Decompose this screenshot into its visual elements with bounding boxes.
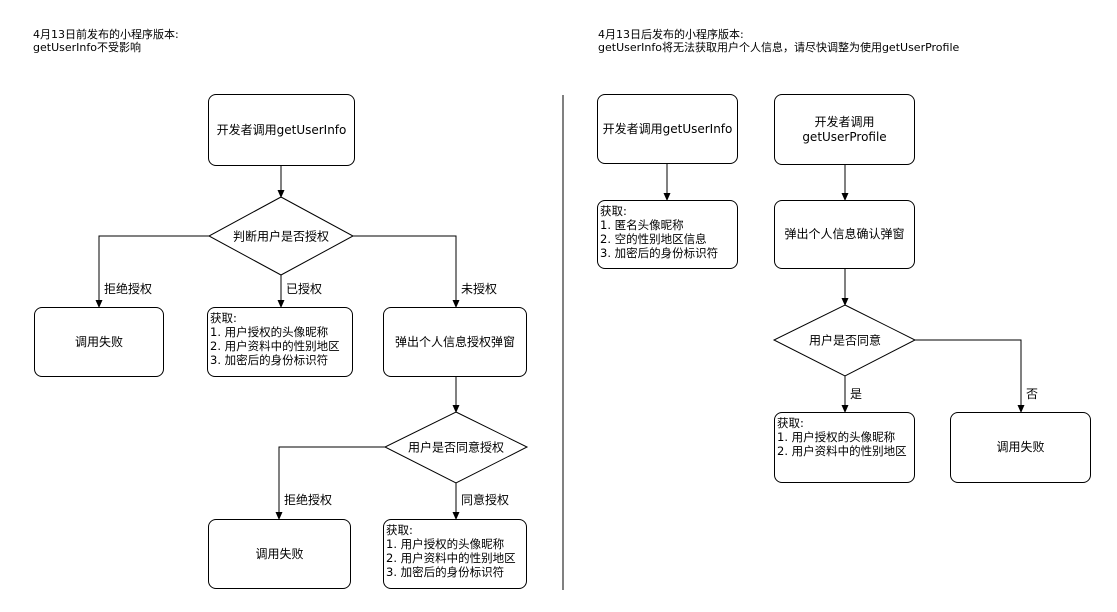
edge-reject xyxy=(95,235,209,308)
info-line: 获取: xyxy=(600,204,627,218)
info-line: 1. 用户授权的头像昵称 xyxy=(386,537,505,551)
decision-agree-text: 用户是否同意授权 xyxy=(407,440,505,455)
popup-auth-box: 弹出个人信息授权弹窗 xyxy=(383,307,527,377)
info-line: 3. 加密后的身份标识符 xyxy=(386,565,505,579)
info-line: 获取: xyxy=(386,523,413,537)
info-line: 2. 用户资料中的性别地区 xyxy=(777,444,907,458)
edge-label-unauthorized: 未授权 xyxy=(460,282,499,296)
info-box-authorized: 获取: 1. 用户授权的头像昵称 2. 用户资料中的性别地区 3. 加密后的身份… xyxy=(207,307,353,377)
fail-box: 调用失败 xyxy=(34,307,164,377)
start-getuserinfo-box: 开发者调用getUserInfo xyxy=(208,94,355,166)
info-line: 2. 空的性别地区信息 xyxy=(600,232,707,246)
getuserprofile-box: 开发者调用 getUserProfile xyxy=(774,94,915,165)
decision-consent-text: 用户是否同意 xyxy=(808,333,882,348)
edge-unauthorized xyxy=(353,235,460,308)
edge-label-reject2: 拒绝授权 xyxy=(283,493,334,507)
edge-label-reject: 拒绝授权 xyxy=(103,282,154,296)
info-line: 1. 用户授权的头像昵称 xyxy=(210,325,329,339)
info-line: 2. 用户资料中的性别地区 xyxy=(386,551,516,565)
right-header-line2: getUserInfo将无法获取用户个人信息，请尽快调整为使用getUserPr… xyxy=(598,41,960,54)
edge-label-no: 否 xyxy=(1025,387,1040,401)
edge-label-agree: 同意授权 xyxy=(460,493,511,507)
consent-info-box: 获取: 1. 用户授权的头像昵称 2. 用户资料中的性别地区 xyxy=(774,412,915,483)
edge-reject2 xyxy=(275,446,385,520)
fail-box-2: 调用失败 xyxy=(208,519,351,589)
right-header-line1: 4月13日后发布的小程序版本: xyxy=(598,28,744,41)
fail-box-right: 调用失败 xyxy=(950,412,1091,483)
profile-box-line2: getUserProfile xyxy=(802,129,887,144)
info-line: 2. 用户资料中的性别地区 xyxy=(210,339,340,353)
info-line: 3. 加密后的身份标识符 xyxy=(210,353,329,367)
anon-info-box: 获取: 1. 匿名头像昵称 2. 空的性别地区信息 3. 加密后的身份标识符 xyxy=(597,200,738,269)
left-header-line1: 4月13日前发布的小程序版本: xyxy=(33,28,179,41)
edge-label-yes: 是 xyxy=(849,387,864,401)
info-line: 1. 匿名头像昵称 xyxy=(600,218,684,232)
edge-label-authorized: 已授权 xyxy=(285,282,324,296)
profile-box-line1: 开发者调用 xyxy=(814,114,875,129)
decision-authorized-text: 判断用户是否授权 xyxy=(232,229,330,244)
getuserinfo-box: 开发者调用getUserInfo xyxy=(597,94,738,164)
confirm-popup-box: 弹出个人信息确认弹窗 xyxy=(774,200,915,269)
info-box-agree: 获取: 1. 用户授权的头像昵称 2. 用户资料中的性别地区 3. 加密后的身份… xyxy=(383,519,527,589)
edge-no xyxy=(915,339,1025,413)
info-line: 获取: xyxy=(210,311,237,325)
info-line: 获取: xyxy=(777,416,804,430)
info-line: 3. 加密后的身份标识符 xyxy=(600,246,719,260)
info-line: 1. 用户授权的头像昵称 xyxy=(777,430,896,444)
left-header-line2: getUserInfo不受影响 xyxy=(33,41,141,54)
